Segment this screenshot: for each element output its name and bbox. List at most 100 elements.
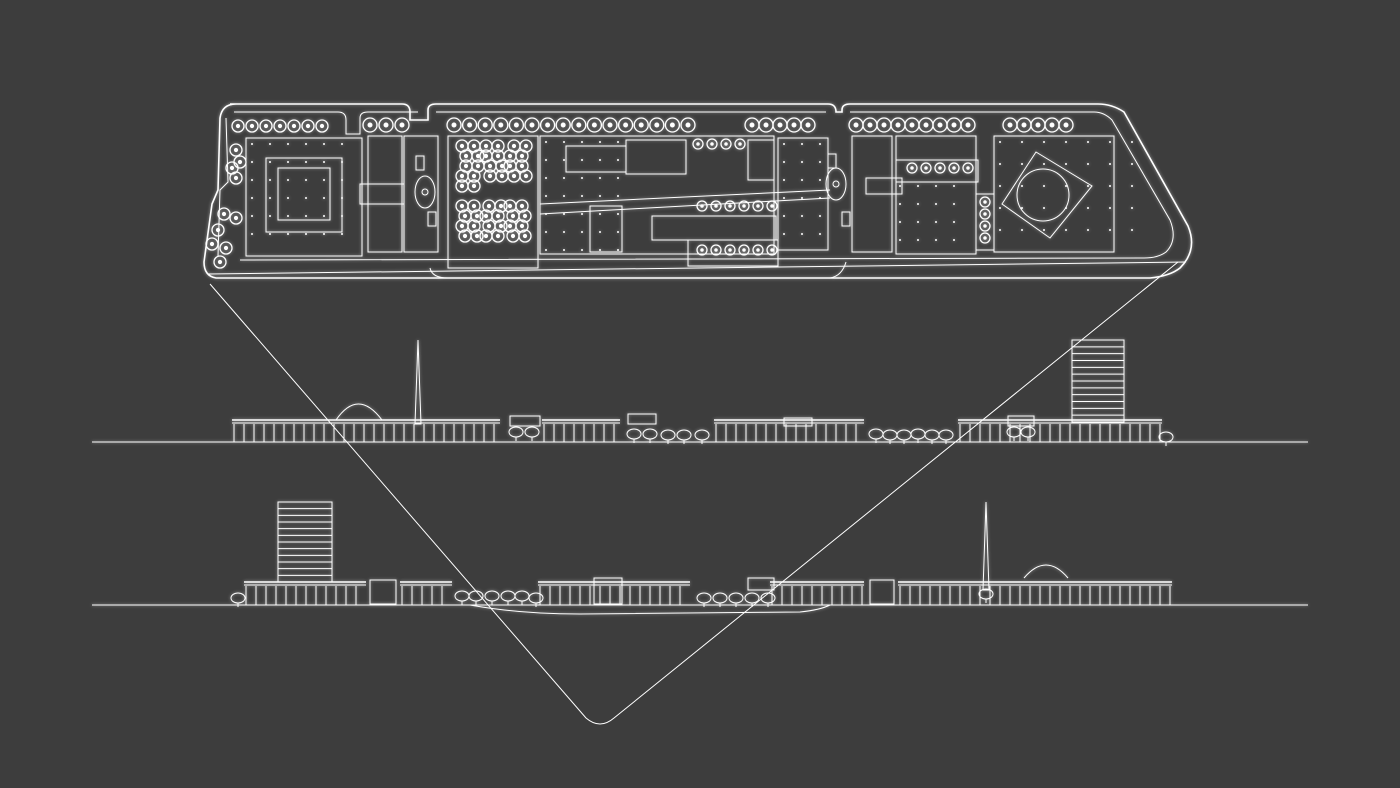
tree-canopy (555, 117, 571, 133)
tree-trunk (853, 122, 859, 128)
tree-trunk (483, 213, 489, 219)
tree-trunk (486, 203, 492, 209)
tree-trunk (483, 143, 489, 149)
tree-trunk (486, 223, 492, 229)
grid-dot (917, 221, 919, 223)
tree-trunk (459, 173, 465, 179)
tree-trunk (523, 173, 529, 179)
grid-dot (819, 197, 821, 199)
grid-dot (783, 179, 785, 181)
tree-canopy (477, 117, 493, 133)
grid-dot (899, 203, 901, 205)
grid-dot (599, 231, 601, 233)
tree-canopy (515, 199, 529, 213)
tree-trunk (463, 153, 469, 159)
road-marker (841, 211, 851, 227)
tree-canopy (315, 119, 329, 133)
tree-trunk (399, 122, 405, 128)
tree-trunk (462, 213, 468, 219)
tree-canopy (680, 117, 696, 133)
tree-canopy (710, 200, 722, 212)
tree-canopy (491, 139, 505, 153)
tree-canopy (724, 200, 736, 212)
kiosk (627, 413, 657, 425)
tree-trunk (696, 142, 700, 146)
tree-canopy (287, 119, 301, 133)
tree-canopy (539, 117, 556, 133)
tree-trunk (910, 166, 914, 170)
sunken-plaza (469, 604, 831, 615)
tree-trunk (475, 163, 481, 169)
tree-canopy (493, 117, 509, 133)
tree-canopy (882, 429, 898, 441)
plan-edge-line (217, 117, 229, 257)
dome (1023, 564, 1069, 579)
tree-trunk (724, 142, 728, 146)
tree-trunk (471, 203, 477, 209)
grid-dot (599, 177, 601, 179)
grid-dot (563, 141, 565, 143)
tree-trunk (483, 233, 489, 239)
tree-canopy (706, 138, 718, 150)
grid-dot (935, 185, 937, 187)
tree-canopy (649, 117, 665, 133)
tree-canopy (508, 117, 525, 133)
tree-trunk (805, 122, 811, 128)
tree-canopy (920, 162, 932, 174)
tree-canopy (738, 244, 750, 256)
tree-canopy (467, 179, 481, 193)
grid-dot (999, 185, 1001, 187)
tree-trunk (742, 248, 746, 252)
tree-trunk (685, 122, 691, 128)
tree-trunk (909, 122, 915, 128)
grid-dot (599, 195, 601, 197)
tree-canopy (229, 143, 243, 157)
tree-trunk (777, 122, 783, 128)
tree-trunk (763, 122, 769, 128)
grid-dot (801, 215, 803, 217)
grid-dot (545, 177, 547, 179)
tree-canopy (800, 117, 816, 133)
tree-trunk (895, 122, 901, 128)
grid-dot (953, 185, 955, 187)
grid-dot (953, 239, 955, 241)
grid-dot (1065, 141, 1067, 143)
tree-canopy (301, 119, 315, 133)
grid-dot (269, 215, 271, 217)
grid-dot (999, 207, 1001, 209)
grid-dot (251, 143, 253, 145)
grid-dot (1109, 229, 1111, 231)
tree-canopy (515, 149, 529, 163)
tree-canopy (508, 426, 524, 438)
tree-canopy (924, 429, 940, 441)
courtyard-outer (265, 157, 343, 233)
plan-inner-boundary (234, 111, 1174, 261)
tree-trunk (487, 163, 493, 169)
tree-canopy (362, 117, 378, 133)
tree-canopy (696, 200, 708, 212)
tree-canopy (720, 138, 732, 150)
tree-trunk (728, 248, 732, 252)
grid-dot (599, 213, 601, 215)
grid-dot (1109, 207, 1111, 209)
tree-trunk (498, 203, 504, 209)
grid-dot (581, 159, 583, 161)
roundabout-left (414, 175, 436, 209)
tree-canopy (378, 117, 394, 133)
tree-canopy (734, 138, 746, 150)
grid-dot (1043, 141, 1045, 143)
roundabout-center (421, 188, 429, 196)
grid-dot (783, 197, 785, 199)
grid-dot (1131, 141, 1133, 143)
grid-dot (287, 215, 289, 217)
grid-dot (251, 179, 253, 181)
grid-dot (251, 197, 253, 199)
grid-dot (617, 231, 619, 233)
tree-canopy (744, 592, 760, 604)
grid-dot (1021, 185, 1023, 187)
tree-trunk (277, 123, 283, 129)
grid-dot (269, 233, 271, 235)
grid-dot (323, 161, 325, 163)
tree-canopy (470, 229, 484, 243)
tree-trunk (471, 143, 477, 149)
